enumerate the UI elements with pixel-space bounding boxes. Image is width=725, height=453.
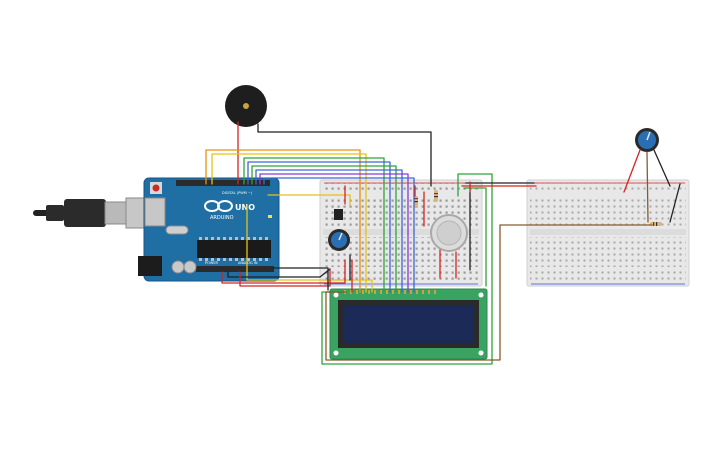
lcd-16x2-display[interactable]	[329, 288, 488, 360]
wire-pot-brown	[646, 151, 649, 223]
wire-blue-3	[263, 177, 415, 293]
wire-blue-2	[255, 169, 403, 293]
wire-buzzer-black	[257, 123, 432, 187]
small-transistor[interactable]	[334, 209, 343, 220]
wire-yellow-top	[211, 153, 367, 293]
power-pins-label: POWER	[205, 261, 219, 265]
potentiometer-threshold[interactable]	[635, 128, 659, 152]
wire-red-power	[221, 259, 346, 284]
arduino-logo-icon	[204, 200, 233, 212]
wire-black-gnd2	[271, 267, 329, 291]
arduino-model-label: UNO	[235, 203, 255, 212]
wire-red-a0	[239, 269, 331, 287]
wire-purple	[259, 173, 409, 293]
breadboard-secondary[interactable]	[526, 179, 690, 287]
wire-brown-link	[325, 224, 653, 361]
wire-yellow-sensor	[267, 194, 351, 206]
wire-green-short	[463, 187, 487, 287]
wire-black-rail	[669, 183, 681, 223]
resistor-3[interactable]	[650, 222, 662, 226]
wire-green-2	[251, 165, 397, 293]
usb-cable	[33, 197, 163, 229]
wire-orange-top	[205, 149, 361, 293]
gas-sensor[interactable]	[430, 214, 468, 252]
wire-green-loop	[321, 173, 493, 365]
wire-pot-red	[623, 149, 641, 193]
lcd-screen	[344, 305, 473, 343]
wire-yellow-lcd	[246, 204, 373, 293]
reset-button-icon[interactable]	[152, 184, 160, 192]
arduino-uno-board[interactable]: ARDUINO UNO DIGITAL (PWM ~) POWER ANALOG…	[138, 177, 280, 282]
analog-pins-label: ANALOG IN	[238, 261, 258, 265]
potentiometer-contrast[interactable]	[328, 229, 350, 251]
resistor-1[interactable]	[414, 196, 418, 208]
wire-blue-1	[247, 161, 391, 293]
wire-pot-black	[653, 149, 671, 187]
wire-green-1	[243, 157, 385, 293]
resistor-2[interactable]	[434, 190, 438, 202]
wire-black-gnd	[227, 268, 331, 278]
digital-pins-label: DIGITAL (PWM ~)	[222, 191, 253, 195]
piezo-buzzer[interactable]	[225, 85, 267, 127]
arduino-brand-label: ARDUINO	[210, 215, 234, 221]
